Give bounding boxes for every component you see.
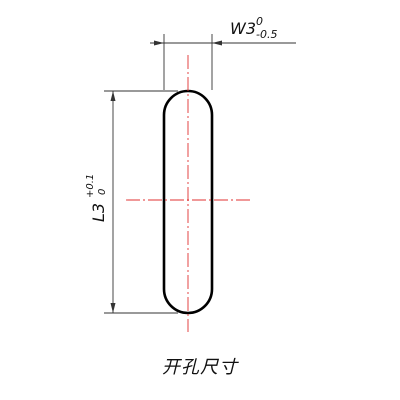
length-dim-lower-tol: 0	[97, 189, 108, 195]
length-dim-upper-tol: +0.1	[85, 174, 96, 198]
drawing-caption: 开孔尺寸	[162, 357, 238, 378]
length-arrow-top	[110, 91, 116, 101]
width-dim-upper-tol: 0	[256, 15, 263, 28]
width-dim-lower-tol: -0.5	[256, 28, 277, 41]
length-dim-label: L3 +0.1 0	[85, 174, 108, 222]
length-arrow-bottom	[110, 303, 116, 313]
width-dim-prefix: W3	[230, 19, 256, 38]
width-arrow-right	[212, 40, 222, 46]
width-arrow-left	[154, 40, 164, 46]
length-dim-prefix: L3	[89, 203, 108, 222]
